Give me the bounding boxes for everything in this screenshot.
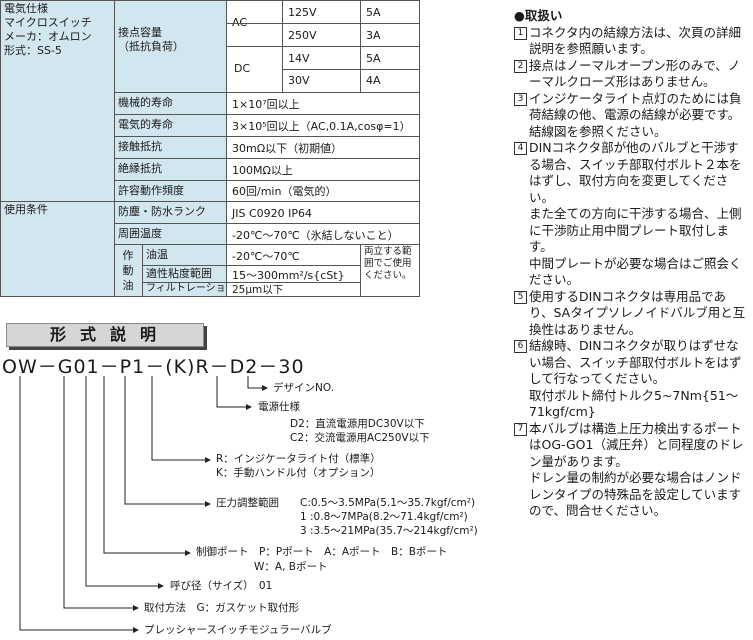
row-value: 30mΩ以下（初期値） bbox=[232, 142, 343, 155]
contact-amp: 5A bbox=[366, 52, 381, 65]
row-value: 100MΩ以上 bbox=[232, 164, 293, 177]
label-pressure: 圧力調整範囲 bbox=[216, 497, 279, 509]
label-series-name: プレッシャースイッチモジュラーバルブ bbox=[144, 624, 332, 636]
power-item: C2：交流電源用AC250V以下 bbox=[290, 432, 430, 444]
note-item: 1 コネクタ内の結線方法は、次頁の詳細説明を参照願います。 bbox=[514, 25, 750, 58]
row-label: 許容動作頻度 bbox=[114, 180, 226, 201]
pressure-item: C:0.5～3.5MPa(5.1～35.7kgf/cm²) bbox=[300, 497, 476, 509]
note-item: 7 本バルブは構造上圧力検出するポートはOG-GO1（減圧弁）と同程度のドレン量… bbox=[514, 421, 750, 520]
note-item: 3 インジケータライト点灯のためには負荷結線の他、電源の結線が必要です。結線図を… bbox=[514, 91, 750, 141]
row-label: 接触抵抗 bbox=[114, 136, 226, 158]
leader-mounting bbox=[63, 376, 133, 609]
contact-volt: 250V bbox=[288, 29, 317, 42]
arrow-mounting bbox=[133, 605, 139, 611]
note-number: 6 bbox=[514, 340, 527, 353]
side-spec-line: メーカ：オムロン bbox=[4, 30, 92, 43]
leader-control-port bbox=[103, 376, 185, 554]
note-item: 4 DINコネクタ部が他のバルブと干渉する場合、スイッチ部取付ボルト２本をはずし… bbox=[514, 140, 750, 289]
contact-volt: 30V bbox=[288, 74, 310, 87]
label-power-spec: 電源仕様 bbox=[258, 401, 300, 413]
arrow-series bbox=[133, 627, 139, 633]
usage-row-value: -20℃～70℃（氷結しないこと） bbox=[232, 229, 399, 242]
usage-row-value: JIS C0920 IP64 bbox=[232, 207, 313, 220]
fluid-note: 両立する範 囲でご使用 ください。 bbox=[364, 246, 412, 281]
arrow-design-no bbox=[262, 385, 268, 391]
side-spec-line: 形式：SS-5 bbox=[4, 44, 62, 57]
row-value: 60回/min（電気的） bbox=[232, 185, 337, 198]
contact-capacity-label: 接点容量 （抵抗負荷） bbox=[114, 0, 226, 92]
pressure-item: 3 :3.5～21MPa(35.7～214kgf/cm²) bbox=[300, 525, 478, 537]
fluid-row-label: フィルトレーション bbox=[142, 282, 226, 296]
side-spec-line: マイクロスイッチ bbox=[4, 16, 92, 29]
row-value: 3×10⁵回以上（AC,0.1A,cosφ=1） bbox=[232, 120, 411, 133]
leader-design-no bbox=[247, 376, 262, 389]
fluid-row-value: 25μm以下 bbox=[232, 284, 284, 296]
section-title: 形式説明 bbox=[49, 325, 170, 344]
row-value: 1×10⁷回以上 bbox=[232, 98, 300, 111]
usage-row-label: 防塵・防水ランク bbox=[114, 201, 226, 223]
contact-amp: 5A bbox=[366, 6, 381, 19]
arrow-power-spec bbox=[246, 404, 252, 410]
fluid-row-label: 油温 bbox=[142, 244, 226, 265]
leader-nominal-size bbox=[85, 376, 158, 587]
label-design-no: デザインNO. bbox=[273, 382, 335, 394]
label-control-port: 制御ポート P：Pポート A：Aポート B：Bポート bbox=[196, 546, 448, 558]
label-mounting: 取付方法 G：ガスケット取付形 bbox=[144, 602, 300, 614]
spec-table: 電気仕様 マイクロスイッチ メーカ：オムロン 形式：SS-5 接点容量 （抵抗負… bbox=[0, 0, 420, 297]
fluid-row-value: 15～300mm²/s{cSt} bbox=[232, 269, 345, 282]
note-number: 2 bbox=[514, 59, 527, 73]
side-spec-cell: 電気仕様 マイクロスイッチ メーカ：オムロン 形式：SS-5 bbox=[0, 0, 114, 201]
note-number: 5 bbox=[514, 290, 527, 304]
contact-amp: 3A bbox=[366, 29, 381, 42]
row-label: 機械的寿命 bbox=[114, 92, 226, 114]
note-number: 1 bbox=[514, 26, 527, 40]
side-spec-line: 電気仕様 bbox=[4, 2, 48, 15]
note-item: 5 使用するDINコネクタは専用品であり、SAタイプソレノイドバルブ用と互換性は… bbox=[514, 289, 750, 339]
label-control-port-2: W：A, Bポート bbox=[254, 561, 328, 573]
fluid-row-label: 適性粘度範囲 bbox=[142, 265, 226, 282]
dc-label: DC bbox=[234, 62, 251, 75]
power-item: D2：直流電源用DC30V以下 bbox=[290, 418, 425, 430]
model-code: OW－G01－P1－(K)R－D2－30 bbox=[2, 356, 305, 378]
note-item: 6 結線時、DINコネクタが取りはずせない場合、スイッチ部取付ボルトをはずして行… bbox=[514, 338, 750, 421]
note-item: 2 接点はノーマルオープン形のみで、ノーマルクローズ形はありません。 bbox=[514, 58, 750, 91]
note-number: 4 bbox=[514, 142, 527, 155]
notes-heading: ●取扱い bbox=[514, 8, 563, 23]
arrow-control-port bbox=[185, 550, 191, 556]
ac-label: AC bbox=[232, 16, 248, 29]
usage-row-label: 周囲温度 bbox=[114, 223, 226, 244]
arrow-indicator bbox=[205, 457, 211, 463]
model-code-diagram bbox=[19, 376, 268, 633]
fluid-row-value: -20℃～70℃ bbox=[232, 250, 300, 263]
label-indicator-k: K：手動ハンドル付（オプション） bbox=[216, 467, 381, 479]
contact-volt: 125V bbox=[288, 6, 317, 19]
pressure-item: 1 :0.8～7MPa(8.2～71.4kgf/cm²) bbox=[300, 511, 468, 523]
fluid-label: 作 動 油 bbox=[114, 244, 142, 296]
leader-power-spec bbox=[216, 376, 246, 408]
row-label: 電気的寿命 bbox=[114, 114, 226, 136]
leader-pressure bbox=[124, 376, 205, 505]
label-nominal-size: 呼び径（サイズ） 01 bbox=[170, 580, 273, 592]
usage-label: 使用条件 bbox=[0, 201, 114, 296]
section-title-box: 形式説明 bbox=[6, 323, 204, 347]
leader-indicator bbox=[151, 376, 205, 461]
contact-volt: 14V bbox=[288, 52, 310, 65]
note-number: 3 bbox=[514, 92, 527, 106]
label-indicator-r: R：インジケータライト付（標準） bbox=[216, 453, 381, 465]
contact-amp: 4A bbox=[366, 74, 381, 87]
leader-series bbox=[19, 376, 133, 631]
handling-notes: ●取扱い 1 コネクタ内の結線方法は、次頁の詳細説明を参照願います。 2 接点は… bbox=[514, 8, 750, 520]
note-number: 7 bbox=[514, 422, 527, 436]
row-label: 絶縁抵抗 bbox=[114, 158, 226, 180]
arrow-nominal-size bbox=[158, 583, 164, 589]
arrow-pressure bbox=[205, 501, 211, 507]
